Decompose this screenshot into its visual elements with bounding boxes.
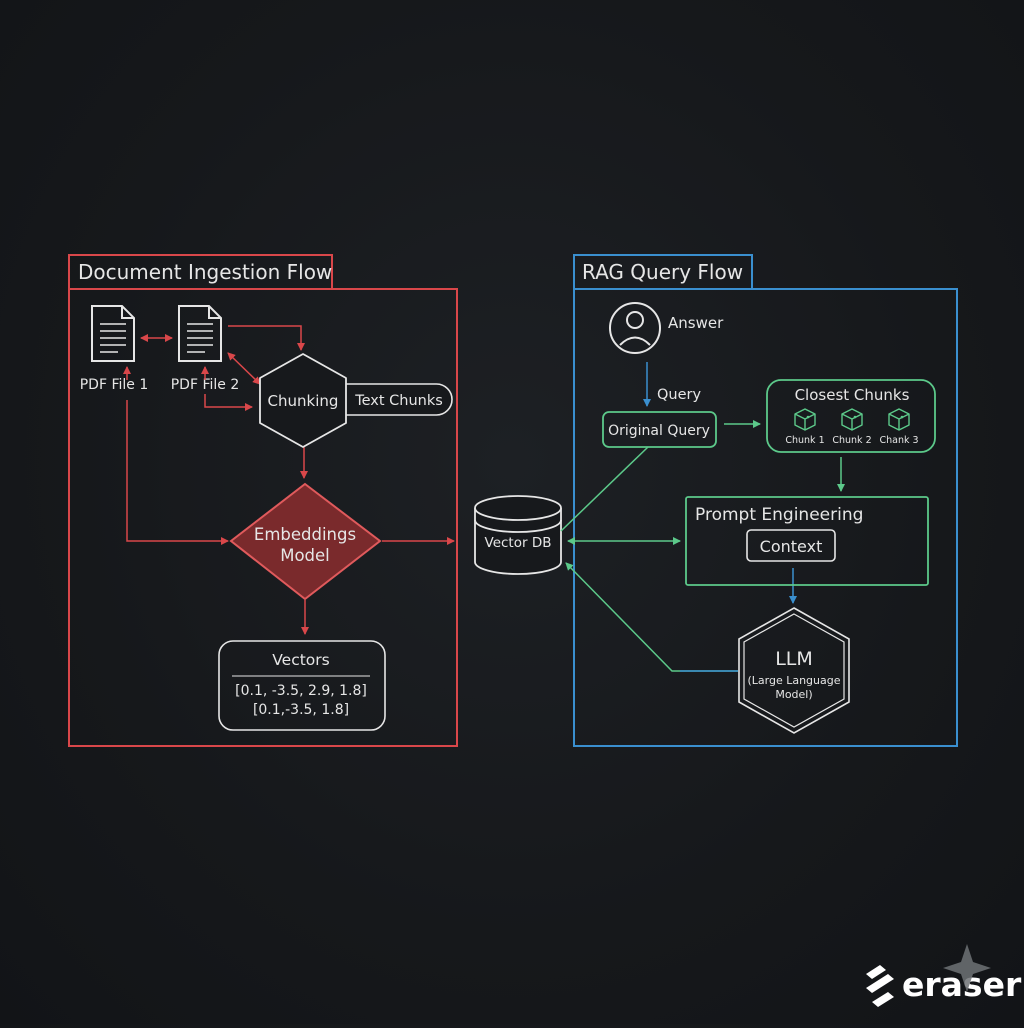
chunk-label: Chank 3 [879,435,918,446]
chunking-node[interactable]: Chunking [259,353,347,448]
llm-hexagon-inner [743,613,845,728]
prompt-engineering-node[interactable]: Prompt Engineering Context [685,496,929,586]
llm-node[interactable]: LLM (Large Language Model) [738,607,850,734]
context-label: Context [760,537,823,556]
user-avatar-icon [609,302,661,354]
ingestion-group: Document Ingestion Flow PDF File 1 [68,254,458,747]
ingestion-title: Document Ingestion Flow [78,260,332,284]
llm-sub-line1: (Large Language [747,674,840,687]
pdf2-label-to-chunking-arrow [204,394,253,411]
cube-icon [794,408,816,431]
document-icon [178,305,222,362]
llm-sub-line2: Model) [775,688,812,701]
embeddings-diamond [229,482,382,601]
chunking-hexagon [259,353,347,448]
prompt-engineering-label: Prompt Engineering [695,505,863,525]
ingestion-connectors [123,325,455,635]
query-title: RAG Query Flow [582,260,743,284]
document-icon [91,305,135,362]
closest-chunks-node[interactable]: Closest Chunks Chunk 1 Chunk 2 Chank 3 [766,379,936,453]
text-chunks-node[interactable]: Text Chunks [319,383,453,416]
user-node[interactable]: Answer [609,302,724,354]
query-label: Query [657,387,701,403]
query-connectors [560,362,845,672]
vectors-node[interactable]: Vectors [0.1, -3.5, 2.9, 1.8] [0.1,-3.5,… [218,640,386,731]
ingestion-panel [68,288,458,747]
embeddings-label-line1: Embeddings [254,525,356,544]
vector-row-1: [0.1, -3.5, 2.9, 1.8] [235,683,367,699]
eraser-logo-icon [866,965,894,1007]
original-query-box [602,411,717,448]
pdf-file-2[interactable]: PDF File 2 [171,305,240,393]
chunking-label: Chunking [268,392,339,410]
chunk-label: Chunk 2 [832,435,871,446]
original-query-to-vectordb-line [560,446,649,532]
cube-icon [841,408,863,431]
database-icon [474,495,562,575]
vectors-title: Vectors [272,651,329,669]
llm-hexagon-outer [738,607,850,734]
query-group: RAG Query Flow Answer Query Orig [560,254,958,747]
prompt-engineering-box [685,496,929,586]
original-query-label: Original Query [608,423,710,439]
chunk-item[interactable]: Chunk 2 [832,408,872,446]
pdf2-chunking-diag-arrow [227,352,261,385]
pdf1-to-embeddings-arrow [126,400,229,545]
vector-db-node[interactable]: Vector DB [474,495,562,575]
vectors-box [218,640,386,731]
pdf2-to-chunking-arrow [228,325,305,351]
context-box [746,529,836,562]
original-query-node[interactable]: Original Query [602,411,717,448]
context-node[interactable]: Context [746,529,836,562]
pdf-file-2-label: PDF File 2 [171,377,240,393]
sparkle-icon [943,944,991,992]
llm-to-vectordb-arrow [565,562,738,672]
user-answer-label: Answer [668,314,724,332]
eraser-logo: eraser [866,944,1022,1007]
llm-label: LLM [775,648,813,670]
closest-chunks-box [766,379,936,453]
text-chunks-label: Text Chunks [354,393,443,409]
closest-chunks-label: Closest Chunks [795,386,910,404]
vector-row-2: [0.1,-3.5, 1.8] [253,702,349,718]
vector-db-label: Vector DB [485,535,552,551]
cube-icon [888,408,910,431]
pdf-file-1[interactable]: PDF File 1 [80,305,149,393]
embeddings-model-node[interactable]: Embeddings Model [229,482,382,601]
chunk-item[interactable]: Chank 3 [879,408,919,446]
pdf-file-1-label: PDF File 1 [80,377,149,393]
chunk-item[interactable]: Chunk 1 [785,408,825,446]
embeddings-label-line2: Model [280,546,330,565]
chunk-items: Chunk 1 Chunk 2 Chank 3 [785,408,919,446]
chunk-label: Chunk 1 [785,435,824,446]
